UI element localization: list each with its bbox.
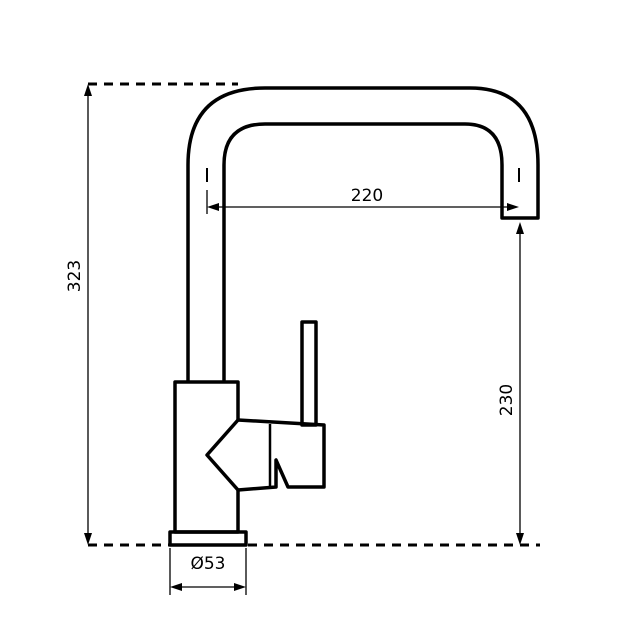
mixer-block <box>236 418 326 492</box>
arrow-220-right <box>507 203 519 211</box>
label-spout-reach: 220 <box>351 186 383 206</box>
arrow-323-top <box>84 84 92 96</box>
arrow-53-left <box>170 583 182 591</box>
lever-handle <box>300 320 318 427</box>
label-base-diameter: Ø53 <box>190 554 225 574</box>
arrow-53-right <box>234 583 246 591</box>
arrow-230-top <box>516 222 524 234</box>
arrow-323-bottom <box>84 533 92 545</box>
arrow-220-left <box>207 203 219 211</box>
base-plate <box>168 530 248 547</box>
arrow-230-bottom <box>516 533 524 545</box>
label-spout-height: 230 <box>497 384 517 416</box>
spout-outline <box>186 86 540 382</box>
label-total-height: 323 <box>65 260 85 292</box>
faucet-body <box>173 380 240 534</box>
